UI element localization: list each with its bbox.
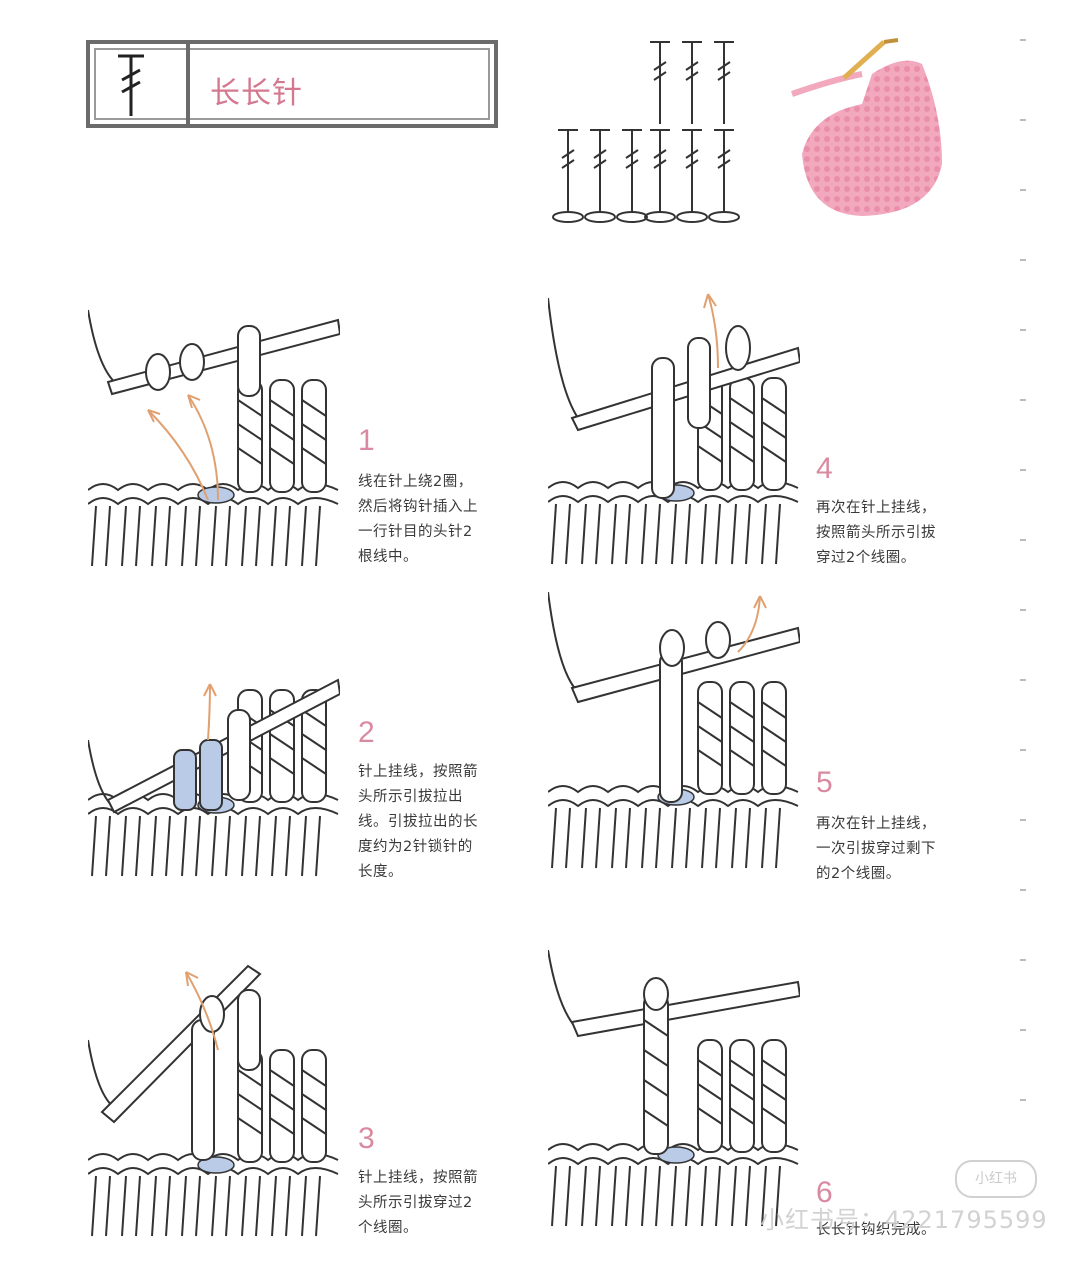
step-1-illustration — [88, 290, 340, 570]
step-3-illustration — [88, 960, 339, 1240]
step-2-illustration — [88, 670, 340, 880]
step-3-text: 针上挂线，按照箭头所示引拔穿过2 个线圈。 — [358, 1170, 478, 1236]
watermark-text: 小红书号：4221795599 — [760, 1206, 1048, 1234]
step-4-text: 再次在针上挂线，按照箭头所示引拔 穿过2个线圈。 — [816, 500, 936, 566]
step-6-number: 6 — [816, 1176, 833, 1209]
chart-bottom-row — [558, 129, 734, 212]
step-4-number: 4 — [816, 452, 833, 485]
treble-crochet-symbol-icon — [118, 54, 144, 116]
step-3-number: 3 — [358, 1122, 375, 1155]
stitch-chart-diagram — [552, 41, 740, 223]
step-2-text: 针上挂线，按照箭头所示引拔拉出 线。引拔拉出的长度约为2针锁针的 长度。 — [358, 764, 478, 880]
step-5-illustration — [548, 592, 800, 873]
page-title: 长长针 — [210, 76, 303, 111]
chart-chain-row — [552, 211, 740, 223]
title-box: 长长针 — [86, 40, 498, 128]
step-6-illustration — [548, 950, 800, 1230]
step-4-illustration — [548, 288, 800, 568]
chart-top-row — [650, 41, 734, 124]
step-1-number: 1 — [358, 424, 375, 457]
watermark-badge: 小红书 — [955, 1160, 1037, 1198]
step-5-text: 再次在针上挂线，一次引拔穿过剩下 的2个线圈。 — [816, 816, 936, 882]
step-5-number: 5 — [816, 766, 833, 799]
step-6-text: 长长针钩织完成。 — [816, 1222, 936, 1238]
margin-tick-marks — [1020, 39, 1026, 1101]
step-2-number: 2 — [358, 716, 375, 749]
crochet-swatch-photo — [791, 38, 942, 217]
